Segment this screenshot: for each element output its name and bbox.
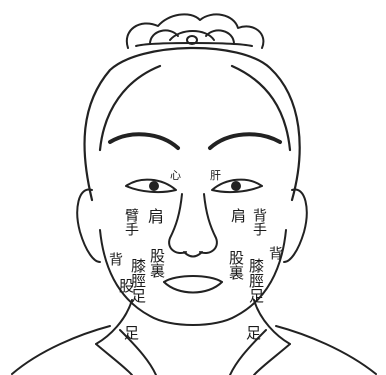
- label-left-arm: 背手: [252, 208, 266, 236]
- label-collar-right: 足: [124, 326, 139, 341]
- neck-collar: [12, 300, 376, 375]
- label-right-thigh: 股: [118, 278, 133, 293]
- eyebrows: [110, 134, 280, 148]
- label-collar-left: 足: [246, 326, 261, 341]
- label-left-eye-mark: 肝: [210, 170, 221, 181]
- mouth: [164, 276, 222, 293]
- label-left-thigh-back: 股裏: [228, 250, 243, 280]
- label-right-eye-mark: 心: [170, 170, 181, 181]
- label-right-back: 背: [108, 252, 122, 266]
- label-left-back: 背: [268, 246, 282, 260]
- nose: [169, 194, 217, 257]
- hair-ornament: [127, 14, 264, 48]
- label-right-shoulder: 肩: [146, 208, 162, 224]
- head-outline: [85, 48, 300, 200]
- label-right-arm: 臂手: [124, 208, 138, 236]
- label-left-shoulder: 肩: [230, 208, 245, 223]
- label-left-knee-shin: 膝脛足: [248, 258, 263, 303]
- label-right-thigh-back: 股裏: [149, 248, 164, 278]
- eyes: [126, 180, 262, 192]
